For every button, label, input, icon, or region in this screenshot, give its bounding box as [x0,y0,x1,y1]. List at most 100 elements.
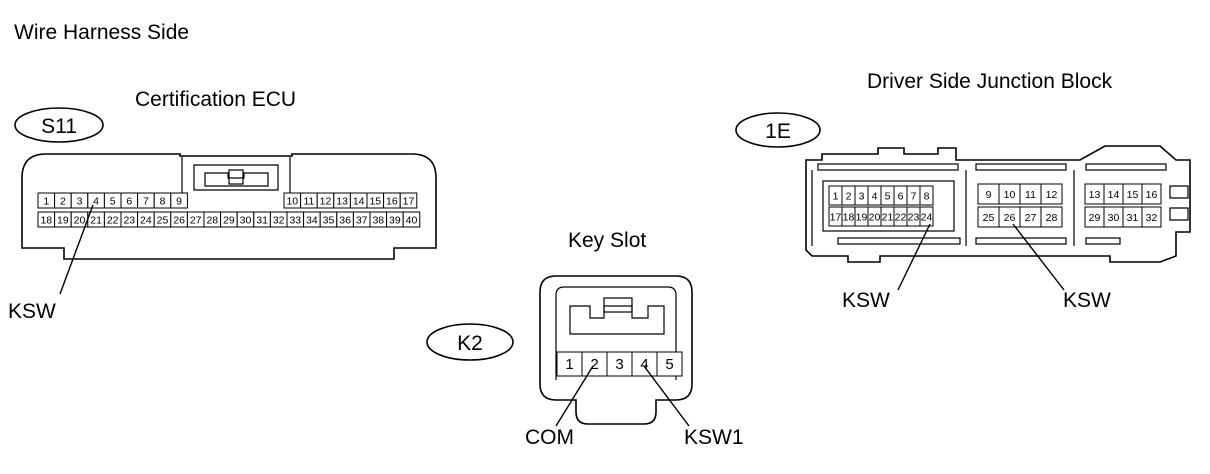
s11-pin-31: 31 [253,211,271,228]
s11-pin-32-label: 32 [273,215,285,227]
k2-pin-1: 1 [556,351,583,377]
s11-pin-3: 3 [70,192,89,209]
e1-pin-26-label: 26 [1004,212,1016,224]
s11-pin-2: 2 [54,192,72,209]
e1-pin-13-label: 13 [1089,189,1101,201]
s11-pin-33: 33 [286,211,305,228]
s11-pin-35: 35 [319,211,338,228]
k2-pin-3-label: 3 [615,356,623,373]
s11-pin-17: 17 [399,192,418,209]
e1-pin-8: 8 [919,185,934,206]
s11-pin-19-label: 19 [57,215,69,227]
e1-pin-16: 16 [1141,183,1162,205]
e1-pin-28: 28 [1040,206,1063,228]
e1-pin-25: 25 [977,206,1000,228]
s11-pin-34-label: 34 [306,215,318,227]
e1-pin-15-label: 15 [1127,189,1139,201]
s11-pin-28: 28 [203,211,222,228]
s11-pin-29: 29 [220,211,238,228]
s11-pin-5-label: 5 [110,196,116,208]
s11-pin-29-label: 29 [223,215,235,227]
e1-pin-14: 14 [1103,183,1124,205]
e1-pin-31: 31 [1122,206,1143,228]
e1-pin-29: 29 [1084,206,1105,228]
s11-pin-2-label: 2 [60,196,66,208]
s11-pin-23: 23 [120,211,139,228]
s11-pin-37: 37 [352,211,371,228]
e1-code-badge: 1E [735,112,821,148]
e1-pin-3-label: 3 [859,191,865,203]
e1-pin-10: 10 [998,183,1021,205]
s11-pin-13: 13 [333,192,351,209]
e1-pin-8-label: 8 [924,191,930,203]
k2-pin-4: 4 [631,351,658,377]
e1-pin-26: 26 [998,206,1021,228]
k2-pin-5: 5 [656,351,683,377]
e1-pin-9: 9 [977,183,1000,205]
k2-pin-2-label: 2 [590,356,598,373]
e1-pin-19: 19 [854,206,869,227]
s11-pin-8-label: 8 [160,196,166,208]
e1-pin-7: 7 [906,185,921,206]
k2-pin-4-label: 4 [640,356,648,373]
s11-pin-36: 36 [336,211,354,228]
s11-pin-3-label: 3 [77,196,83,208]
s11-pin-33-label: 33 [289,215,301,227]
k2-pin-3: 3 [606,351,633,377]
e1-pin-24-label: 24 [921,212,933,224]
k2-pin-2: 2 [581,351,608,377]
e1-pin-12: 12 [1040,183,1063,205]
k2-name: Key Slot [568,229,646,252]
s11-pin-7-label: 7 [143,196,149,208]
e1-code: 1E [765,120,791,143]
e1-pin-16-label: 16 [1146,189,1158,201]
k2-callout-line-left [555,365,594,427]
s11-pin-10: 10 [283,192,302,209]
s11-pin-21-label: 21 [90,215,102,227]
s11-pin-20-label: 20 [74,215,86,227]
s11-pin-5: 5 [103,192,122,209]
e1-pin-10-label: 10 [1004,189,1016,201]
e1-pin-20: 20 [867,206,882,227]
s11-pin-25-label: 25 [157,215,169,227]
e1-pin-2-label: 2 [846,191,852,203]
e1-pin-32: 32 [1141,206,1162,228]
s11-pin-4: 4 [87,192,105,209]
e1-pin-9-label: 9 [986,189,992,201]
s11-pin-18-label: 18 [40,215,52,227]
s11-pin-6: 6 [120,192,139,209]
e1-pin-23: 23 [906,206,921,227]
e1-pin-27-label: 27 [1025,212,1037,224]
e1-pin-1: 1 [828,185,843,206]
s11-pin-27-label: 27 [190,215,202,227]
s11-pin-30-label: 30 [240,215,252,227]
s11-pin-1: 1 [37,192,56,209]
s11-pin-40: 40 [402,211,421,228]
e1-rails [811,163,1189,246]
s11-code: S11 [41,115,77,138]
s11-pin-39-label: 39 [389,215,401,227]
e1-name: Driver Side Junction Block [867,70,1113,93]
e1-callout-line-right [1012,223,1065,291]
s11-pin-38: 38 [369,211,388,228]
s11-pin-26: 26 [170,211,188,228]
k2-code: K2 [457,332,483,355]
s11-pin-1-label: 1 [43,196,49,208]
s11-pin-28-label: 28 [206,215,218,227]
s11-pin-13-label: 13 [336,196,348,208]
e1-pin-17: 17 [828,206,843,227]
e1-pin-2: 2 [841,185,856,206]
s11-pin-16-label: 16 [386,196,398,208]
e1-pin-23-label: 23 [908,212,920,224]
s11-pin-36-label: 36 [339,215,351,227]
s11-pin-11: 11 [300,192,318,209]
s11-name: Certification ECU [135,88,296,111]
s11-pin-7: 7 [137,192,155,209]
s11-pin-14: 14 [349,192,368,209]
e1-pin-14-label: 14 [1108,189,1120,201]
e1-pin-32-label: 32 [1146,212,1158,224]
s11-pin-38-label: 38 [372,215,384,227]
